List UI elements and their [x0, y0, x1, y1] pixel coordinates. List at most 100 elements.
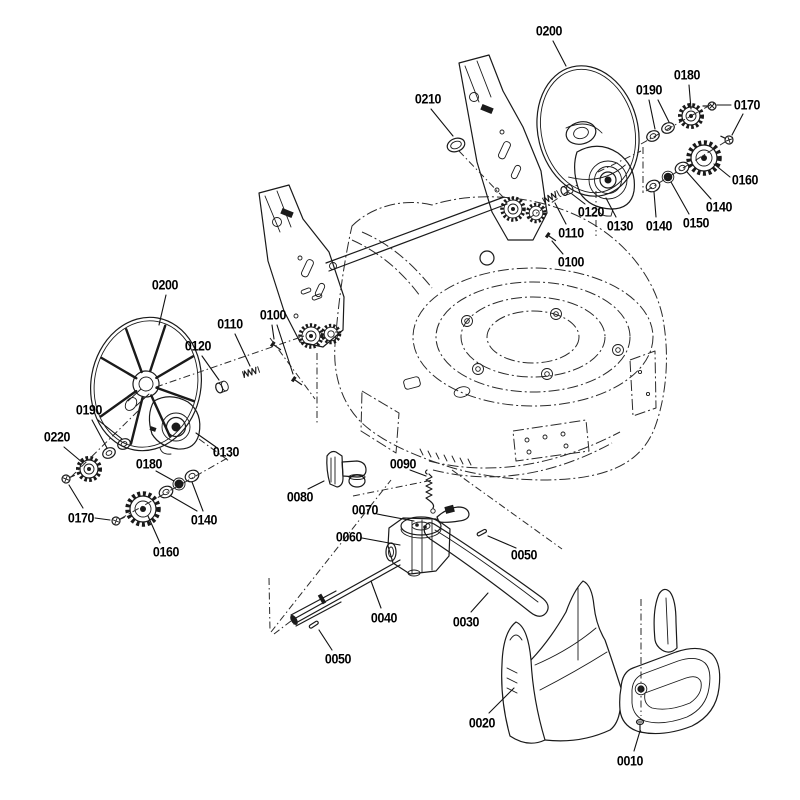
gear-0160-left: [125, 491, 161, 527]
leader-line-0070: [376, 513, 415, 522]
part-callout-0110: 0110: [558, 225, 584, 241]
part-callout-0180: 0180: [673, 67, 701, 83]
leader-line-0110: [554, 202, 567, 225]
washer-0190-c: [102, 447, 116, 459]
leader-line-0090: [409, 469, 427, 477]
leader-line-0220: [63, 446, 84, 464]
spring-0110-right: [542, 190, 560, 205]
part-callout-0220: 0220: [43, 429, 71, 445]
mower-deck-reference: [300, 196, 667, 481]
pivot-housing-0130-left: [148, 396, 201, 455]
screw-0170-left-a: [61, 474, 75, 484]
belt-guard-0020: [501, 580, 721, 744]
leader-line-0210: [430, 108, 454, 137]
part-callout-0120: 0120: [577, 204, 605, 220]
washer-0190-b: [661, 122, 675, 134]
part-callout-0020: 0020: [468, 715, 496, 731]
leader-line-0140: [686, 171, 712, 200]
leader-line-0170: [94, 517, 111, 521]
leader-line-0190: [91, 419, 108, 449]
leader-line-0200: [158, 294, 167, 326]
right-bracket-gear-small: [525, 202, 547, 224]
leader-line-0040: [370, 580, 382, 609]
part-callout-0130: 0130: [212, 444, 240, 460]
callout-leader-lines: [63, 40, 744, 752]
right-handle-bracket: [458, 54, 548, 241]
part-callout-0060: 0060: [335, 529, 363, 545]
part-callout-0160: 0160: [731, 172, 759, 188]
part-callout-0050: 0050: [324, 651, 352, 667]
part-callout-0030: 0030: [452, 614, 480, 630]
pin-0050-bottom: [308, 620, 319, 629]
part-callout-0170: 0170: [733, 97, 761, 113]
part-callout-0160: 0160: [152, 544, 180, 560]
part-callout-0070: 0070: [351, 502, 379, 518]
nut-0150: [661, 170, 675, 184]
leader-line-0190: [648, 99, 656, 130]
part-callout-0110: 0110: [217, 316, 243, 332]
axle-shaft-0040: [290, 559, 401, 627]
leader-line-0170: [68, 484, 84, 509]
leader-line-0050: [318, 629, 333, 651]
leader-line-0110: [234, 333, 251, 367]
part-callout-0040: 0040: [370, 610, 398, 626]
ring-0210: [446, 137, 466, 153]
leader-line-0180: [155, 470, 175, 482]
pin-0050-right: [476, 528, 488, 537]
leader-line-0150: [670, 181, 690, 215]
washer-0140-d: [184, 469, 200, 483]
part-callout-0010: 0010: [616, 753, 644, 769]
right-bracket-gear-large: [500, 196, 526, 222]
pivot-housing-0130-right: [565, 123, 636, 217]
assembly-axis-lines: [70, 102, 734, 716]
leader-line-0180: [688, 84, 692, 110]
leader-line-0020: [488, 687, 515, 714]
washer-0140-c: [158, 485, 174, 499]
deck-handle-bolt-hole: [479, 250, 495, 266]
leader-line-0030: [470, 592, 489, 613]
part-callout-0130: 0130: [606, 218, 634, 234]
leader-line-0140: [170, 495, 198, 512]
bolt-0100-right: [544, 231, 557, 242]
part-callout-0170: 0170: [67, 510, 95, 526]
bolt-0100-left-b: [290, 375, 303, 386]
gear-0220: [76, 456, 102, 482]
washer-0190-a: [646, 130, 660, 142]
leader-line-0130: [605, 197, 617, 218]
leader-line-0160: [713, 163, 731, 178]
wheel-spokes: [99, 324, 196, 445]
idler-arm: [430, 504, 470, 523]
leader-line-0100: [276, 324, 294, 375]
leader-line-0060: [361, 537, 401, 546]
leader-line-0010: [633, 730, 641, 752]
leader-line-0200: [552, 40, 567, 67]
part-callout-0190: 0190: [635, 82, 663, 98]
gear-0160-right: [686, 140, 722, 176]
tension-bracket-0080: [326, 450, 367, 488]
handle-support-arm: [325, 196, 508, 272]
washer-0140-b: [645, 179, 661, 193]
leader-line-0140: [653, 191, 657, 218]
part-callout-0120: 0120: [184, 338, 212, 354]
left-bracket-gear-small: [320, 323, 342, 345]
part-callout-0080: 0080: [286, 489, 314, 505]
leader-line-0100: [271, 324, 275, 340]
leader-line-0130: [195, 432, 217, 448]
screw-0010: [635, 718, 645, 733]
leader-line-0080: [307, 480, 325, 490]
part-callout-0090: 0090: [389, 456, 417, 472]
leader-line-0120: [571, 193, 586, 205]
spring-0110-left: [242, 366, 260, 378]
screw-0170-left-b: [111, 516, 125, 526]
leader-line-0100: [551, 240, 564, 255]
left-bracket-gear-large: [298, 323, 324, 349]
drive-belt-0030: [423, 522, 549, 617]
drive-wheel-0200-left: [90, 316, 202, 452]
part-callout-0140: 0140: [645, 218, 673, 234]
part-callout-0190: 0190: [75, 402, 103, 418]
part-callout-0200: 0200: [535, 23, 563, 39]
part-callout-0140: 0140: [190, 512, 218, 528]
hub-nut-0180-left: [172, 477, 186, 491]
